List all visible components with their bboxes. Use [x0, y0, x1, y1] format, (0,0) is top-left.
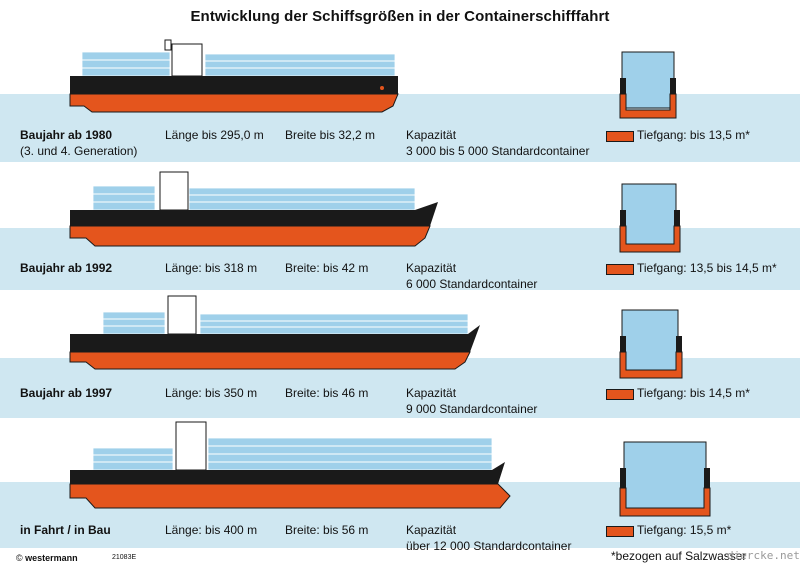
footnote: *bezogen auf Salzwasser: [611, 549, 747, 563]
row4-kap-value: über 12 000 Standardcontainer: [406, 539, 572, 553]
bridge-1992: [159, 171, 189, 211]
row4-name: in Fahrt / in Bau: [20, 523, 111, 537]
hull-top-1980: [70, 76, 398, 94]
row1-kap-value: 3 000 bis 5 000 Standardcontainer: [406, 144, 590, 158]
row3-kap-value: 9 000 Standardcontainer: [406, 402, 538, 416]
ship-2006: [69, 421, 511, 509]
ship-1980: [69, 39, 399, 113]
row1-kap-label: Kapazität: [406, 128, 457, 142]
row4-legend-swatch: [606, 526, 634, 537]
row1-sub: (3. und 4. Generation): [20, 144, 138, 158]
cross-section-2006: [619, 441, 711, 517]
row3-name: Baujahr ab 1997: [20, 386, 113, 400]
ship-1997: [69, 295, 480, 370]
ship-1992: [69, 171, 438, 247]
row2-kap-value: 6 000 Standardcontainer: [406, 277, 538, 291]
row4-kap-label: Kapazität: [406, 523, 457, 537]
bridge-1980: [164, 39, 203, 77]
containers-1980: [81, 51, 396, 77]
row2-laenge: Länge: bis 318 m: [165, 261, 258, 275]
row3-breite: Breite: bis 46 m: [285, 386, 369, 400]
row2-kap-label: Kapazität: [406, 261, 457, 275]
hull-bottom-1980: [69, 93, 399, 113]
row1-legend-swatch: [606, 131, 634, 142]
bridge-2006: [175, 421, 207, 471]
bridge-1997: [167, 295, 197, 335]
row2-tiefgang: Tiefgang: 13,5 bis 14,5 m*: [637, 261, 777, 275]
row3-legend-swatch: [606, 389, 634, 400]
row4-tiefgang: Tiefgang: 15,5 m*: [637, 523, 732, 537]
hull-bottom-1992: [69, 225, 431, 247]
publisher-name: westermann: [25, 553, 78, 563]
row1-name: Baujahr ab 1980: [20, 128, 113, 142]
copyright-symbol: ©: [16, 553, 23, 563]
chart-title: Entwicklung der Schiffsgrößen in der Con…: [190, 8, 610, 25]
row1-laenge: Länge bis 295,0 m: [165, 128, 264, 142]
watermark: diercke.net: [727, 549, 800, 562]
row3-laenge: Länge: bis 350 m: [165, 386, 258, 400]
cross-sections: [619, 51, 711, 517]
publisher-logo: © westermann: [16, 553, 78, 563]
row4-breite: Breite: bis 56 m: [285, 523, 369, 537]
row3-kap-label: Kapazität: [406, 386, 457, 400]
hull-bottom-1997: [69, 351, 471, 370]
row3-tiefgang: Tiefgang: bis 14,5 m*: [637, 386, 750, 400]
row1-tiefgang: Tiefgang: bis 13,5 m*: [637, 128, 750, 142]
figure-code: 21083E: [112, 554, 137, 561]
cross-section-1980: [619, 51, 677, 119]
row2-name: Baujahr ab 1992: [20, 261, 113, 275]
row2-breite: Breite: bis 42 m: [285, 261, 369, 275]
cross-section-1997: [619, 309, 683, 379]
row1-breite: Breite bis 32,2 m: [285, 128, 376, 142]
hull-bottom-2006: [69, 483, 511, 509]
row2-legend-swatch: [606, 264, 634, 275]
row4-laenge: Länge: bis 400 m: [165, 523, 258, 537]
cross-section-1992: [619, 183, 681, 253]
